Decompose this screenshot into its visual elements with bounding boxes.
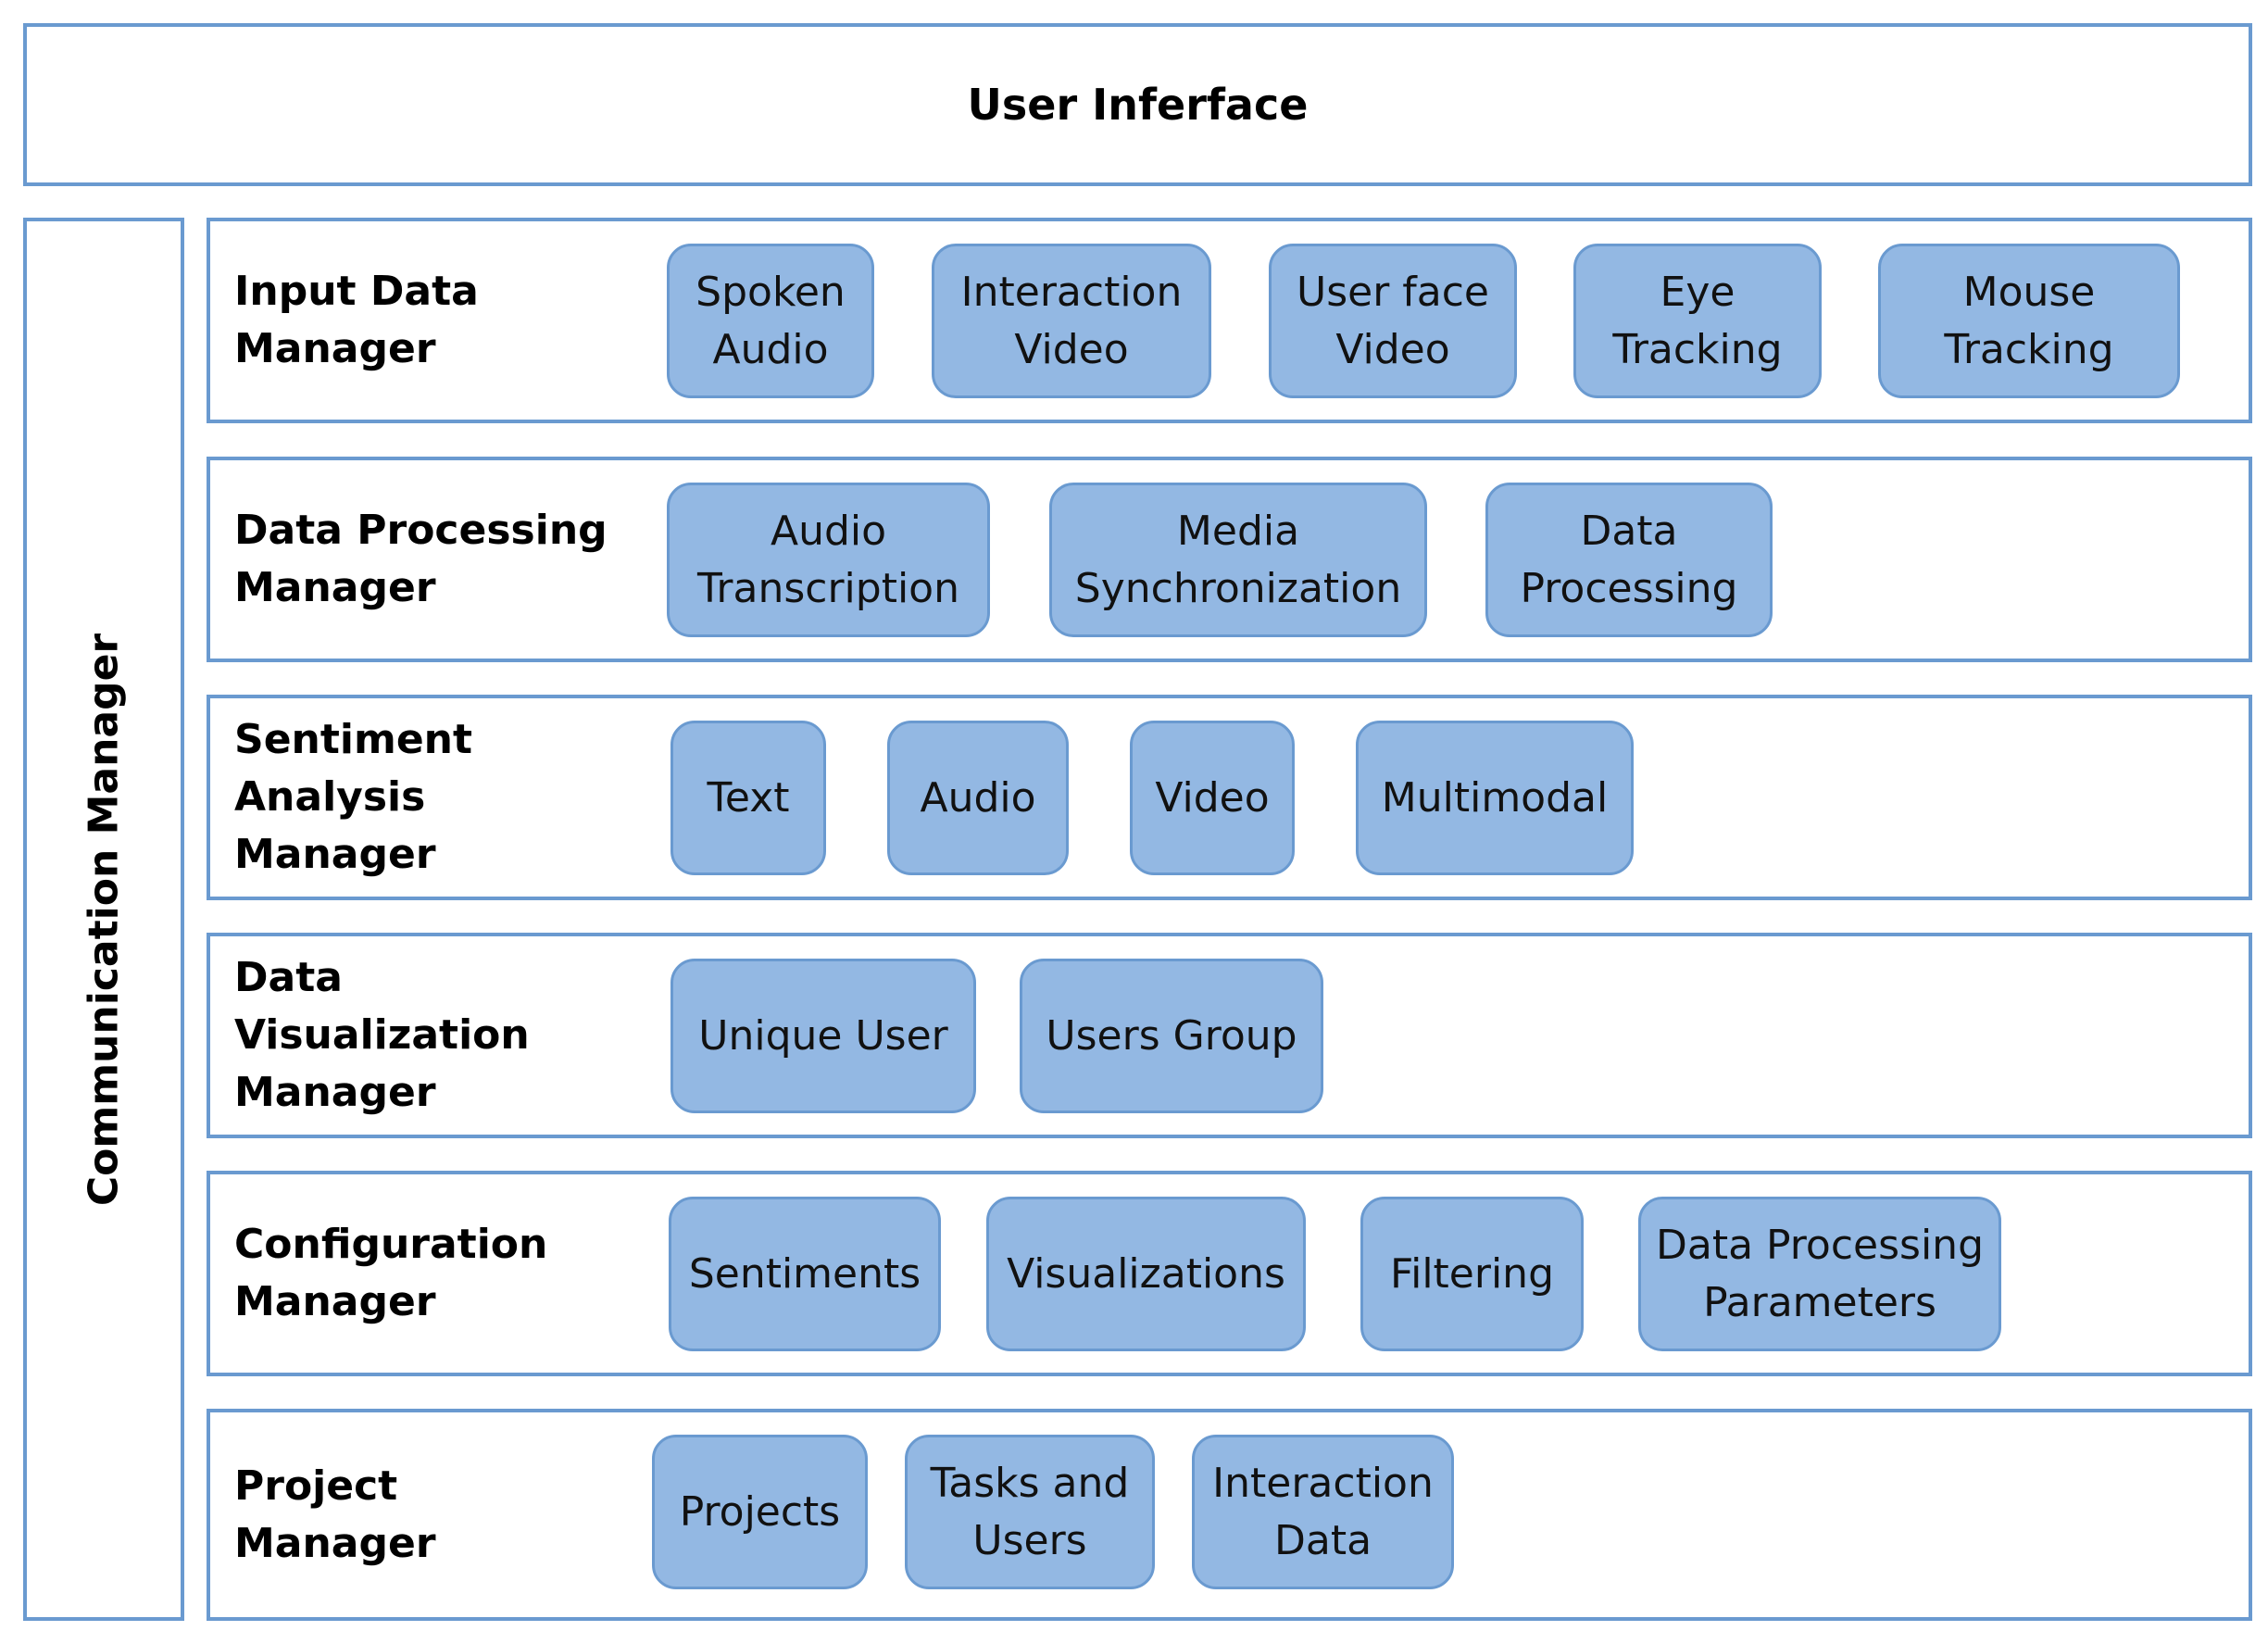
component-box: Unique User <box>670 959 976 1113</box>
data-processing-manager-row: Data Processing Manager Audio Transcript… <box>207 457 2252 662</box>
component-box: Filtering <box>1360 1197 1584 1351</box>
component-box: Projects <box>652 1435 868 1589</box>
component-label: Interaction Video <box>960 268 1183 373</box>
component-box: Data Processing Parameters <box>1638 1197 2001 1351</box>
component-label: Data Processing <box>1520 507 1738 612</box>
component-label: Multimodal <box>1381 773 1609 822</box>
component-box: Visualizations <box>986 1197 1306 1351</box>
component-label: Audio Transcription <box>697 507 959 612</box>
communication-manager-title: Communication Manager <box>80 633 128 1206</box>
component-box: Spoken Audio <box>667 244 874 398</box>
manager-label: Configuration Manager <box>234 1221 548 1325</box>
component-label: Visualizations <box>1007 1249 1285 1298</box>
component-label: Media Synchronization <box>1074 507 1402 612</box>
communication-manager-layer: Communication Manager <box>23 218 184 1621</box>
manager-label: Sentiment Analysis Manager <box>234 716 473 878</box>
component-box: Audio <box>887 721 1069 875</box>
component-box: Media Synchronization <box>1049 483 1427 637</box>
component-box: Interaction Data <box>1192 1435 1454 1589</box>
component-label: Data Processing Parameters <box>1656 1221 1984 1326</box>
component-label: Audio <box>920 773 1036 822</box>
component-box: Sentiments <box>669 1197 941 1351</box>
configuration-manager-row: Configuration Manager Sentiments Visuali… <box>207 1171 2252 1376</box>
component-box: Multimodal <box>1356 721 1634 875</box>
component-label: User face Video <box>1297 268 1489 373</box>
component-label: Filtering <box>1389 1249 1554 1298</box>
component-box: Users Group <box>1020 959 1323 1113</box>
component-label: Video <box>1155 773 1270 822</box>
component-box: Audio Transcription <box>667 483 990 637</box>
component-label: Users Group <box>1046 1011 1297 1060</box>
project-manager-row: Project Manager Projects Tasks and Users… <box>207 1409 2252 1621</box>
component-label: Sentiments <box>688 1249 921 1298</box>
component-box: Text <box>670 721 826 875</box>
manager-label: Project Manager <box>234 1462 436 1567</box>
component-label: Text <box>707 773 790 822</box>
component-box: Tasks and Users <box>905 1435 1155 1589</box>
component-label: Eye Tracking <box>1612 268 1783 373</box>
component-label: Spoken Audio <box>695 268 846 373</box>
component-box: Data Processing <box>1485 483 1773 637</box>
user-interface-title: User Inferface <box>967 80 1309 130</box>
component-box: Interaction Video <box>932 244 1211 398</box>
component-box: Mouse Tracking <box>1878 244 2180 398</box>
component-box: Video <box>1130 721 1295 875</box>
input-data-manager-row: Input Data Manager Spoken Audio Interact… <box>207 218 2252 423</box>
manager-label: Data Visualization Manager <box>234 954 530 1116</box>
component-label: Tasks and Users <box>930 1459 1130 1564</box>
component-box: User face Video <box>1269 244 1517 398</box>
manager-label: Data Processing Manager <box>234 507 608 611</box>
component-label: Projects <box>679 1487 841 1536</box>
component-label: Unique User <box>698 1011 948 1060</box>
user-interface-layer: User Inferface <box>23 23 2252 186</box>
component-box: Eye Tracking <box>1573 244 1822 398</box>
manager-label: Input Data Manager <box>234 268 479 372</box>
component-label: Mouse Tracking <box>1944 268 2114 373</box>
sentiment-analysis-manager-row: Sentiment Analysis Manager Text Audio Vi… <box>207 695 2252 900</box>
component-label: Interaction Data <box>1212 1459 1434 1564</box>
data-visualization-manager-row: Data Visualization Manager Unique User U… <box>207 933 2252 1138</box>
